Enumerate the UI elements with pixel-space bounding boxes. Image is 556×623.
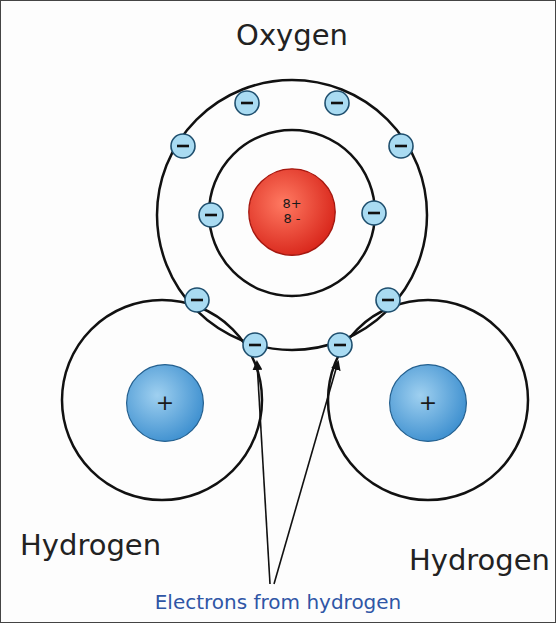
atom-name: Oxygen — [236, 18, 348, 52]
minus-sign — [241, 102, 253, 105]
minus-sign — [331, 102, 343, 105]
electron — [235, 91, 259, 115]
electron — [376, 288, 400, 312]
electron — [171, 134, 195, 158]
minus-sign — [177, 145, 189, 148]
electron — [362, 201, 386, 225]
electron — [243, 333, 267, 357]
minus-sign — [395, 145, 407, 148]
minus-sign — [205, 214, 217, 217]
nucleus: + — [125, 363, 205, 443]
atom: Hydrogen+ — [62, 300, 262, 500]
electron — [199, 203, 223, 227]
hydrogen-shell — [62, 300, 262, 500]
atom-name: Hydrogen — [20, 528, 161, 562]
electron-shells — [62, 80, 528, 500]
nucleus-charge: 8 - — [283, 212, 300, 227]
hydrogen-shell — [328, 300, 528, 500]
atom: Oxygen8+8 - — [157, 80, 427, 350]
minus-sign — [382, 299, 394, 302]
nucleus: 8+8 - — [247, 167, 337, 257]
atom-name: Hydrogen — [409, 543, 550, 577]
minus-sign — [334, 344, 346, 347]
electrons — [171, 91, 413, 357]
nucleus-charge: + — [156, 390, 174, 415]
electron — [185, 288, 209, 312]
nucleus: + — [388, 363, 468, 443]
leader-arrow — [257, 362, 270, 584]
minus-sign — [191, 299, 203, 302]
minus-sign — [368, 212, 380, 215]
oxygen-outer-shell — [157, 80, 427, 350]
nucleus-charge: 8+ — [282, 197, 301, 212]
atom: Hydrogen+ — [328, 300, 528, 500]
callout-label: Electrons from hydrogen — [155, 590, 402, 614]
oxygen-inner-shell — [209, 130, 375, 296]
nucleus-charge: + — [419, 390, 437, 415]
minus-sign — [249, 344, 261, 347]
electron — [325, 91, 349, 115]
leader-arrow — [274, 362, 338, 584]
leader-arrows — [257, 362, 338, 584]
electron — [328, 333, 352, 357]
electron — [389, 134, 413, 158]
